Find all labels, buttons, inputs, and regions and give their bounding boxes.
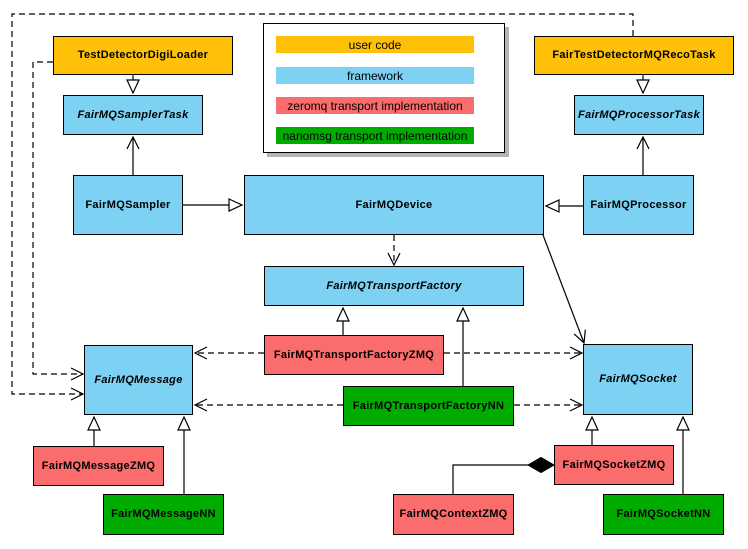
- node-fairmq-transport-factory: FairMQTransportFactory: [264, 266, 524, 306]
- edge-digiloader-message: [32, 61, 85, 381]
- node-fairmq-message: FairMQMessage: [84, 345, 193, 415]
- legend-item-zeromq: zeromq transport implementation: [276, 97, 474, 114]
- node-fairmq-processor-task: FairMQProcessorTask: [574, 95, 704, 135]
- node-fairmq-context-zmq: FairMQContextZMQ: [393, 494, 514, 535]
- node-fairmq-device: FairMQDevice: [244, 175, 544, 235]
- node-fairmq-transport-factory-nn: FairMQTransportFactoryNN: [343, 386, 514, 426]
- node-fairmq-processor: FairMQProcessor: [583, 175, 694, 235]
- node-fairmq-message-nn: FairMQMessageNN: [103, 494, 224, 535]
- edge-contextzmq-socketzmq: [452, 464, 529, 494]
- legend-item-user-code: user code: [276, 36, 474, 53]
- node-fairmq-socket: FairMQSocket: [583, 344, 693, 415]
- node-fairmq-sampler: FairMQSampler: [73, 175, 183, 235]
- edge-device-socket: [542, 234, 586, 345]
- node-fair-test-detector-mq-reco-task: FairTestDetectorMQRecoTask: [534, 36, 734, 75]
- edge-recotask-message: [11, 13, 634, 401]
- legend-item-framework: framework: [276, 67, 474, 84]
- node-fairmq-transport-factory-zmq: FairMQTransportFactoryZMQ: [264, 335, 444, 375]
- legend-item-nanomsg: nanomsg transport implementation: [276, 127, 474, 144]
- node-test-detector-digi-loader: TestDetectorDigiLoader: [53, 36, 233, 75]
- composition-diamond-icon: [526, 456, 556, 474]
- legend: user code framework zeromq transport imp…: [263, 23, 505, 153]
- node-fairmq-message-zmq: FairMQMessageZMQ: [33, 446, 164, 486]
- node-fairmq-socket-nn: FairMQSocketNN: [603, 494, 724, 535]
- node-fairmq-socket-zmq: FairMQSocketZMQ: [554, 445, 674, 485]
- node-fairmq-sampler-task: FairMQSamplerTask: [63, 95, 203, 135]
